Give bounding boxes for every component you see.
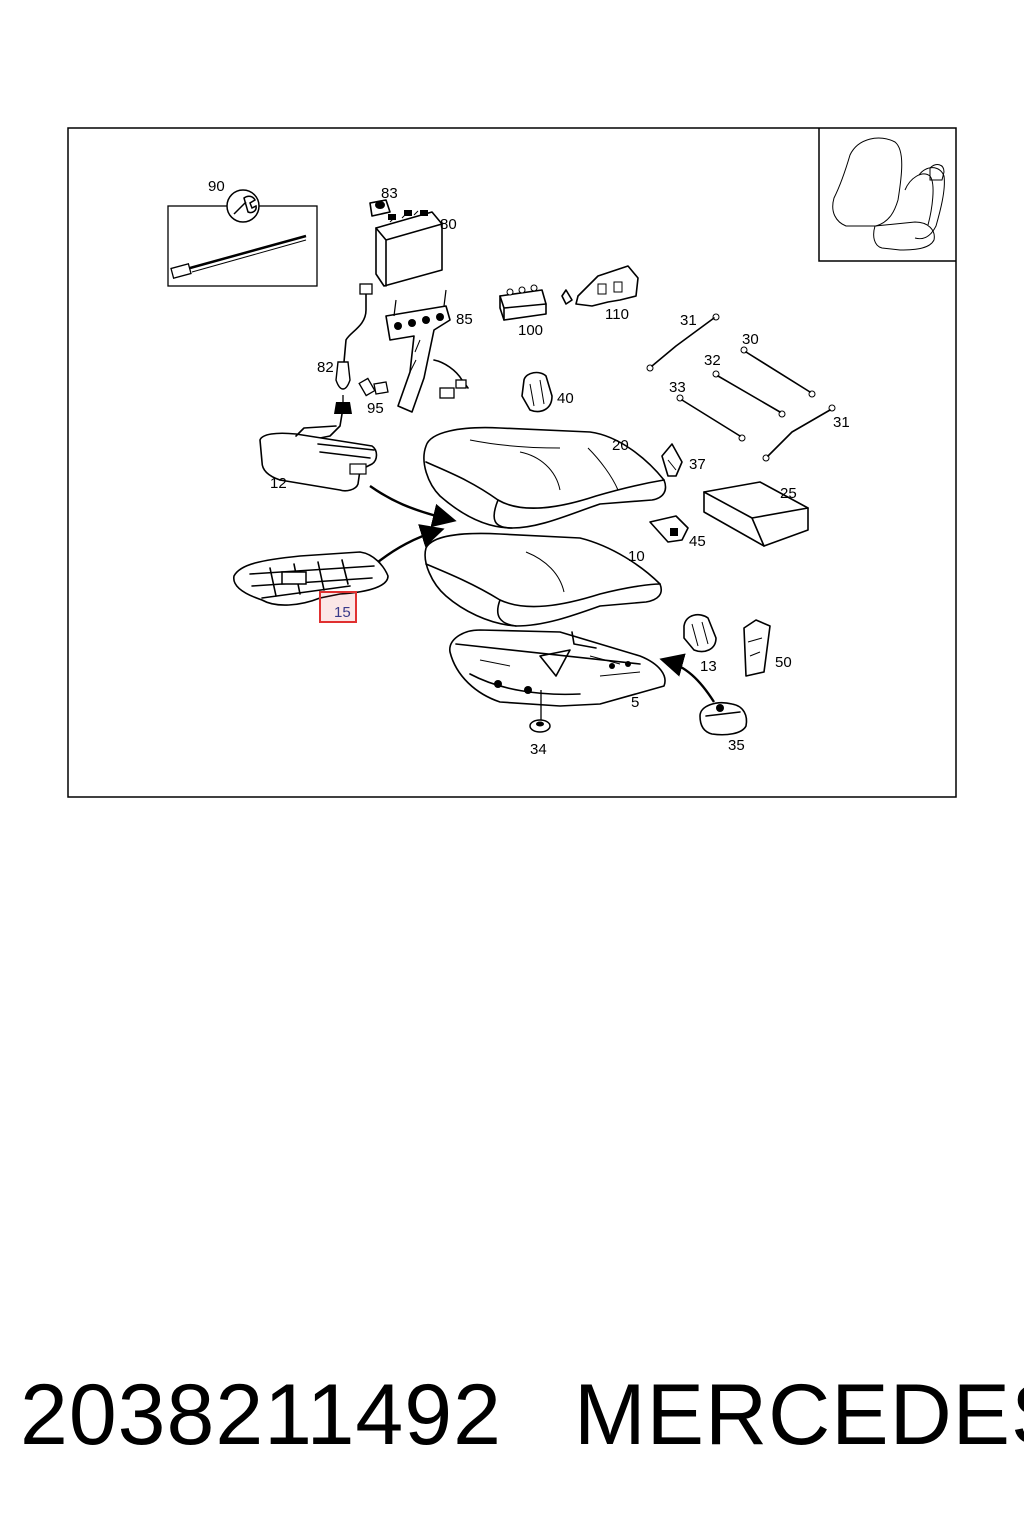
label-31-top: 31 <box>680 312 697 329</box>
label-30: 30 <box>742 331 759 348</box>
label-20: 20 <box>612 437 629 454</box>
caption: 2038211492 MERCEDES <box>0 1360 1024 1480</box>
part-100-block[interactable] <box>499 284 547 321</box>
part-90-tool[interactable] <box>167 189 318 287</box>
part-number: 2038211492 <box>20 1367 502 1463</box>
label-32: 32 <box>704 352 721 369</box>
label-85: 85 <box>456 311 473 328</box>
label-40: 40 <box>557 390 574 407</box>
label-90: 90 <box>208 178 225 195</box>
highlight-box-15 <box>319 591 357 623</box>
label-31-bottom: 31 <box>833 414 850 431</box>
arrow-35-to-pan <box>659 653 716 703</box>
part-13-clip[interactable] <box>683 613 717 653</box>
label-110: 110 <box>605 306 629 323</box>
part-30-wire[interactable] <box>740 346 816 398</box>
label-12: 12 <box>270 475 287 492</box>
part-12-heating-mat[interactable] <box>259 425 378 492</box>
part-31-wire-bottom[interactable] <box>762 404 836 462</box>
part-80-control-unit[interactable] <box>375 210 443 287</box>
label-10: 10 <box>628 548 645 565</box>
label-13: 13 <box>700 658 717 675</box>
part-82-cable[interactable] <box>309 283 373 441</box>
part-83-clip[interactable] <box>369 199 391 217</box>
part-85-bracket[interactable] <box>385 289 469 413</box>
label-37: 37 <box>689 456 706 473</box>
brand-name: MERCEDES <box>574 1367 1024 1463</box>
part-45-clip[interactable] <box>649 515 689 543</box>
label-15: 15 <box>334 604 351 621</box>
part-33-wire[interactable] <box>676 394 746 442</box>
label-82: 82 <box>317 359 334 376</box>
arrow-15-to-seat <box>377 524 445 563</box>
parts-diagram: 90 83 80 85 82 95 100 110 40 31 30 32 33… <box>67 127 957 798</box>
seat-overview-thumbnail <box>818 128 956 262</box>
label-83: 83 <box>381 185 398 202</box>
label-50: 50 <box>775 654 792 671</box>
part-31-wire-top[interactable] <box>646 313 720 372</box>
label-80: 80 <box>440 216 457 233</box>
arrow-12-to-seat <box>369 485 457 528</box>
part-37-clip[interactable] <box>661 443 683 477</box>
label-45: 45 <box>689 533 706 550</box>
label-95: 95 <box>367 400 384 417</box>
part-10-foam[interactable] <box>424 532 662 627</box>
part-25-pad[interactable] <box>703 481 809 547</box>
part-110-latch[interactable] <box>561 265 639 307</box>
part-20-seat-cushion[interactable] <box>423 426 667 529</box>
label-33: 33 <box>669 379 686 396</box>
label-35: 35 <box>728 737 745 754</box>
part-34-grommet[interactable] <box>529 690 551 733</box>
label-25: 25 <box>780 485 797 502</box>
part-40-clip[interactable] <box>521 371 553 413</box>
part-32-wire[interactable] <box>712 370 786 418</box>
label-100: 100 <box>518 322 543 339</box>
diagram-frame <box>67 127 957 798</box>
label-34: 34 <box>530 741 547 758</box>
label-5: 5 <box>631 694 639 711</box>
part-35-cap[interactable] <box>699 701 748 736</box>
part-95-screw[interactable] <box>358 377 389 397</box>
part-50-bracket[interactable] <box>743 619 771 677</box>
part-15-heating-element[interactable] <box>233 551 389 623</box>
